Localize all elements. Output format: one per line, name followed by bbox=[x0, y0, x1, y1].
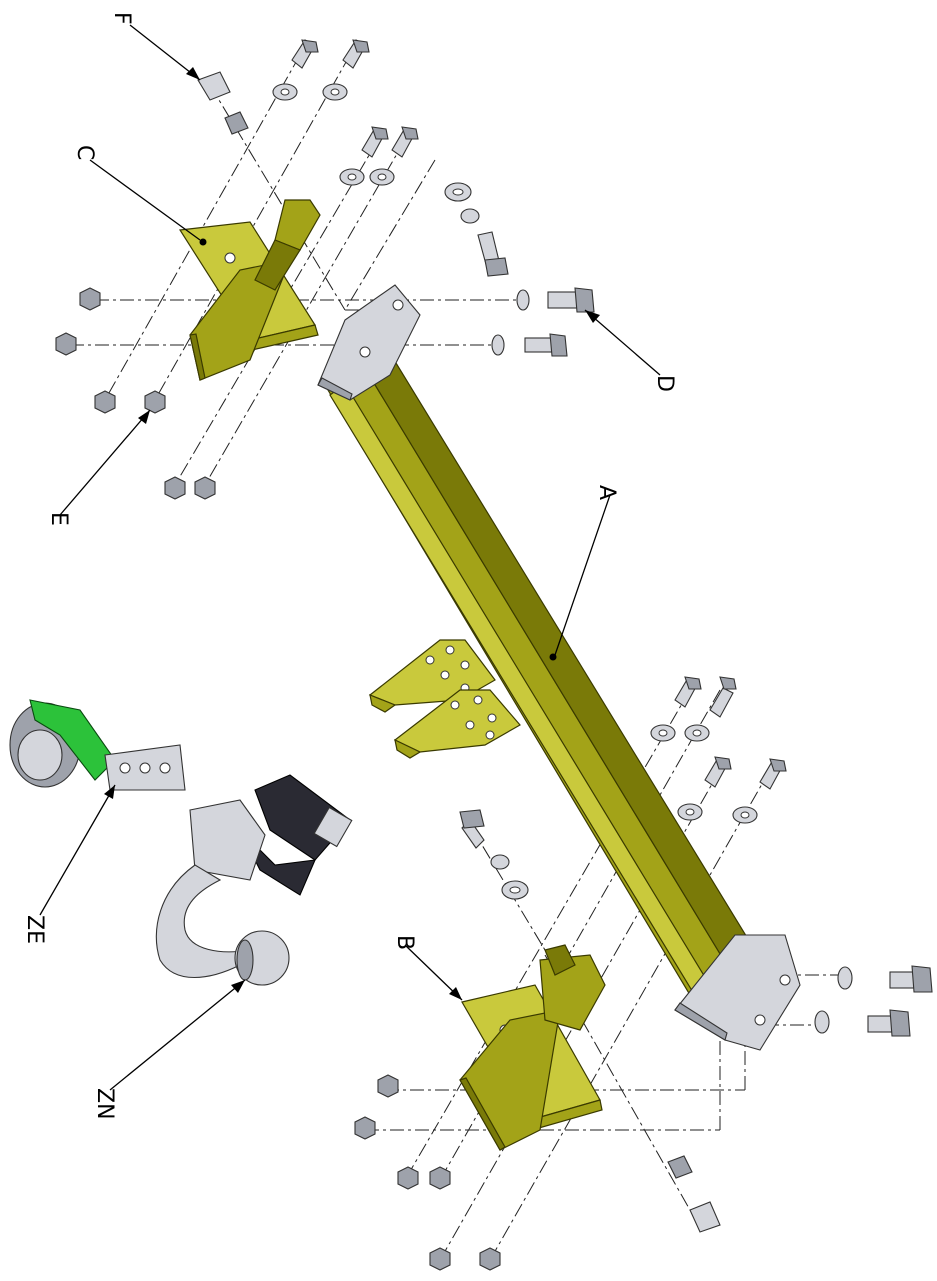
label-c: C bbox=[72, 145, 97, 160]
side-bracket-c bbox=[178, 199, 321, 381]
callout-labels: F C D A E ZE B ZN bbox=[22, 12, 677, 1120]
label-zn: ZN bbox=[92, 1088, 117, 1120]
nuts bbox=[55, 287, 501, 1271]
center-brackets bbox=[368, 639, 521, 759]
bolts bbox=[291, 39, 933, 1037]
cage-nuts bbox=[197, 71, 721, 1233]
main-cross-bar bbox=[317, 284, 801, 1051]
label-b: B bbox=[392, 935, 417, 950]
tow-ball-zn bbox=[155, 774, 353, 986]
label-e: E bbox=[46, 512, 71, 526]
label-ze: ZE bbox=[22, 915, 47, 944]
washers bbox=[272, 83, 853, 1034]
label-d: D bbox=[652, 375, 677, 392]
side-bracket-b bbox=[459, 944, 606, 1151]
leader-lines bbox=[39, 24, 661, 1091]
electrical-socket-ze bbox=[9, 699, 186, 791]
label-a: A bbox=[594, 485, 619, 500]
label-f: F bbox=[109, 12, 134, 25]
